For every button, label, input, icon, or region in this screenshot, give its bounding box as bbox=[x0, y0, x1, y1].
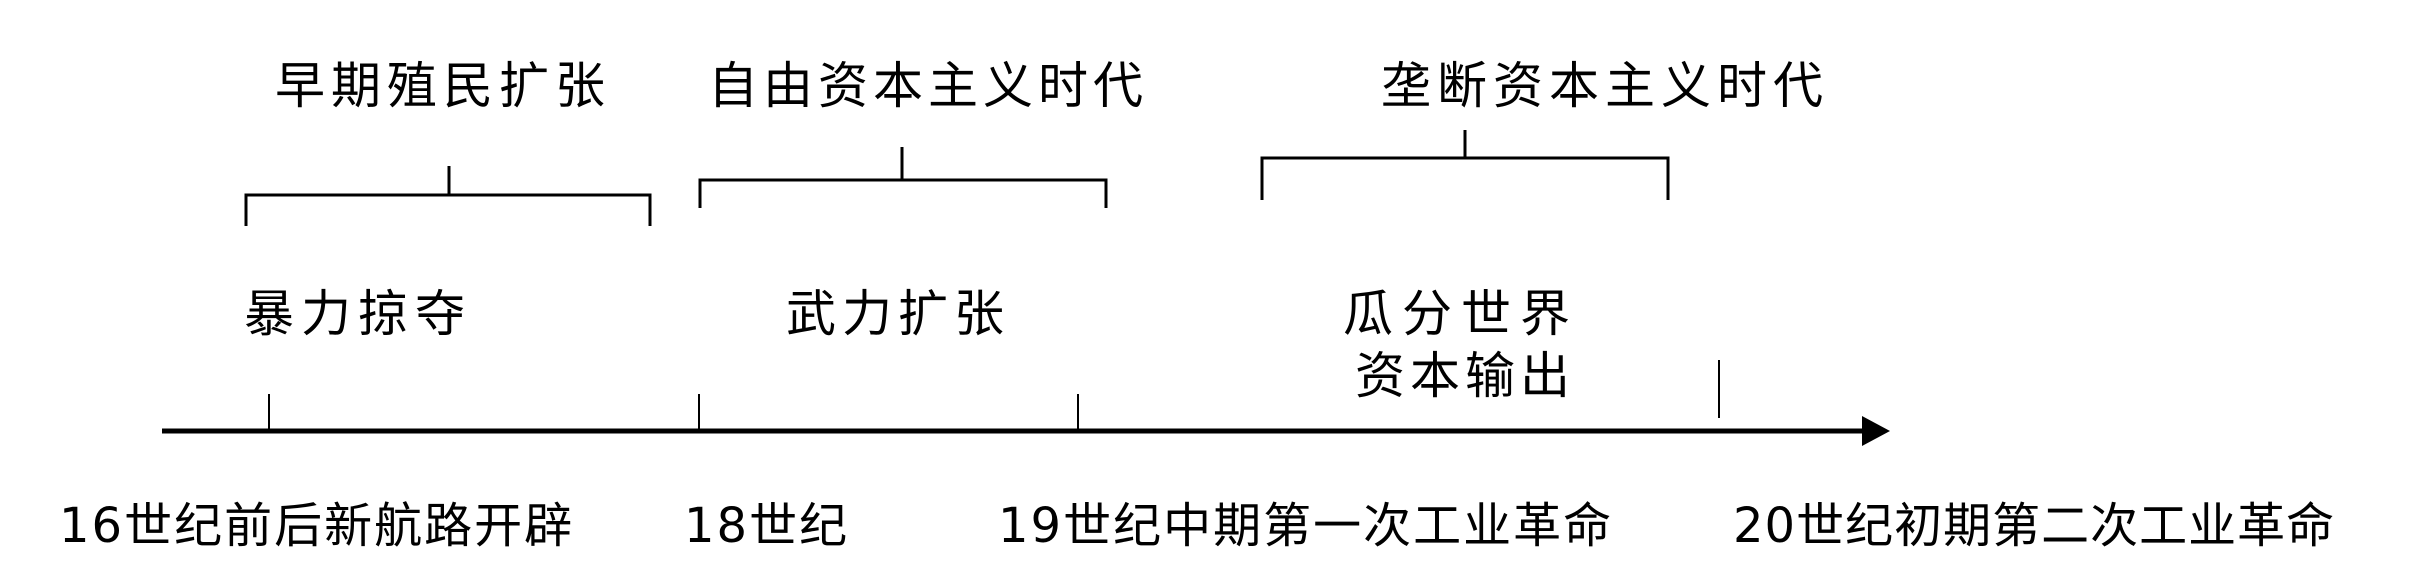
era-means: 暴力掠夺 bbox=[244, 285, 472, 343]
era-label: 垄断资本主义时代 bbox=[1381, 57, 1829, 115]
era-bracket-3 bbox=[1260, 130, 1670, 200]
era-means: 武力扩张 bbox=[786, 285, 1010, 343]
era-bracket-2 bbox=[698, 147, 1108, 208]
era-label: 自由资本主义时代 bbox=[708, 57, 1148, 115]
timeline-label: 18世纪 bbox=[684, 498, 850, 554]
timeline-label: 20世纪初期第二次工业革命 bbox=[1733, 498, 2336, 554]
arrow-head-icon bbox=[1862, 416, 1890, 446]
era-bracket-1 bbox=[244, 166, 652, 226]
timeline-label: 16世纪前后新航路开辟 bbox=[59, 498, 575, 554]
timeline-label: 19世纪中期第一次工业革命 bbox=[998, 498, 1614, 554]
era-means: 瓜分世界 bbox=[1343, 285, 1579, 343]
era-means: 资本输出 bbox=[1355, 347, 1575, 405]
era-label: 早期殖民扩张 bbox=[275, 57, 611, 115]
